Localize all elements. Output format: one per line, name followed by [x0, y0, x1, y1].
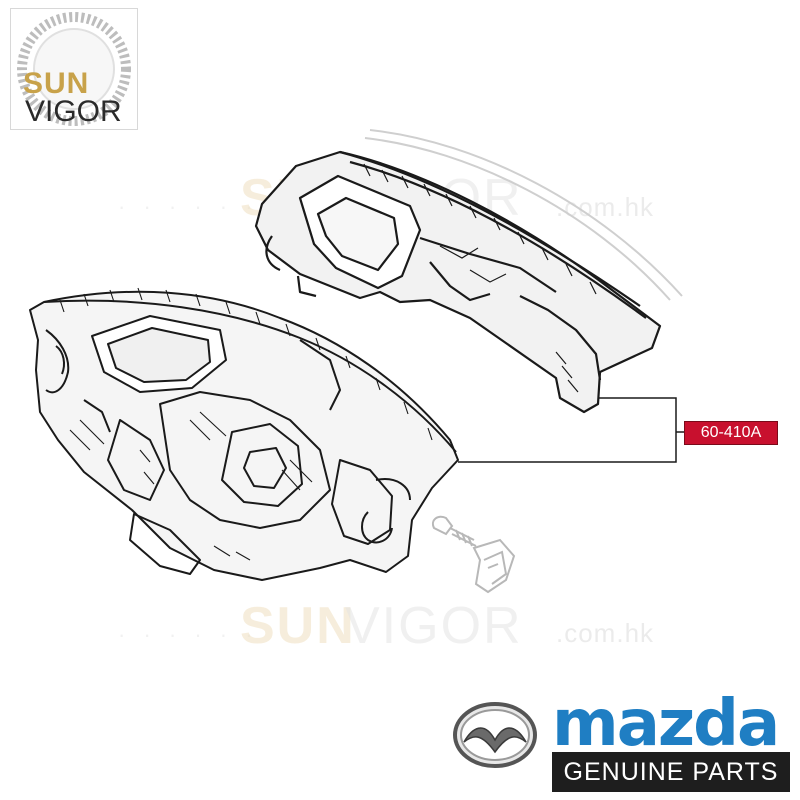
upper-dashboard-panel: [254, 150, 662, 414]
mazda-wordmark: mazda: [552, 687, 780, 761]
callout-leader-lines: [458, 397, 684, 463]
logo-ring-icon: [17, 12, 131, 126]
part-number-label[interactable]: 60-410A: [684, 421, 778, 445]
bolt-fastener: [432, 515, 477, 547]
upper-dashboard-hatching: [363, 163, 597, 393]
sunvigor-logo: SUN VIGOR: [10, 8, 138, 130]
logo-text-sun: SUN: [23, 67, 90, 100]
watermark-dots-bottom: · · · · · ·: [118, 622, 259, 647]
mazda-emblem-icon: [453, 702, 537, 768]
logo-text-vigor: VIGOR: [25, 95, 122, 128]
windshield-outline: [364, 129, 683, 301]
watermark-sun-bottom: SUN: [240, 597, 356, 655]
genuine-parts-bar: GENUINE PARTS: [552, 752, 790, 792]
watermark-domain-bottom: .com.hk: [556, 618, 655, 648]
clip-bracket: [472, 538, 516, 594]
lower-dashboard-assembly: [29, 290, 459, 581]
lower-dashboard-hatching: [59, 287, 433, 561]
watermark-vigor-bottom: VIGOR: [345, 597, 523, 655]
watermark-dots-top: · · · · · ·: [118, 194, 259, 219]
